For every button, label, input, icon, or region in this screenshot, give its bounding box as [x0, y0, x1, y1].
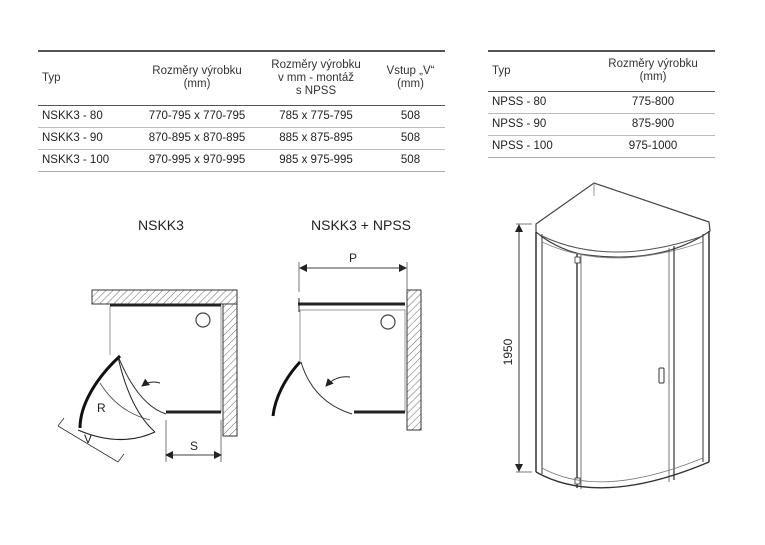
- nskk3-npss-plan-drawing: P: [271, 251, 422, 431]
- right-wall: [406, 289, 422, 431]
- header-rozmery: Rozměry výrobku(mm): [152, 65, 242, 91]
- label-p: P: [349, 251, 357, 265]
- label-s: S: [190, 439, 198, 453]
- cell-rozmery: 775-800: [631, 95, 675, 108]
- npss-dimensions-table: Typ Rozměry výrobku(mm) NPSS - 80 775-80…: [488, 50, 715, 158]
- shower-enclosure-3d: 1950: [501, 182, 711, 489]
- cell-vstup: 508: [400, 109, 421, 122]
- cell-rozmery: 975-1000: [628, 139, 678, 152]
- nskk3-plan-drawing: R V S: [57, 289, 238, 463]
- cell-vstup: 508: [400, 153, 421, 166]
- drain-icon: [380, 314, 396, 330]
- table-header-row: Typ Rozměry výrobku(mm): [488, 51, 715, 91]
- drain-icon: [195, 312, 211, 328]
- table-row: NPSS - 100 975-1000: [488, 135, 715, 157]
- nskk3-npss-title: NSKK3 + NPSS: [311, 217, 411, 233]
- cell-rozmery: 870-895 x 870-895: [148, 131, 246, 144]
- door-open: [271, 360, 302, 417]
- header-vstup: Vstup „V“(mm): [386, 65, 435, 91]
- label-v: V: [84, 432, 92, 446]
- cell-rozmery-npss: 785 x 775-795: [279, 109, 353, 122]
- height-label: 1950: [501, 338, 515, 365]
- cell-typ: NPSS - 90: [492, 117, 547, 130]
- label-r: R: [97, 401, 106, 415]
- cell-rozmery: 770-795 x 770-795: [148, 109, 246, 122]
- cell-rozmery-npss: 985 x 975-995: [279, 153, 353, 166]
- table-row: NPSS - 90 875-900: [488, 113, 715, 135]
- cell-typ: NPSS - 100: [492, 139, 553, 152]
- cell-rozmery: 875-900: [631, 117, 675, 130]
- door-closed-path: [117, 355, 167, 415]
- nskk3-title: NSKK3: [138, 217, 184, 233]
- door-open: [78, 354, 122, 429]
- top-wall: [91, 289, 238, 305]
- cell-vstup: 508: [400, 131, 421, 144]
- table-row: NPSS - 80 775-800: [488, 91, 715, 113]
- right-wall: [222, 303, 238, 437]
- table-row: NSKK3 - 90 870-895 x 870-895 885 x 875-8…: [38, 127, 445, 149]
- cell-typ: NPSS - 80: [492, 95, 547, 108]
- header-typ: Typ: [42, 71, 61, 84]
- cell-typ: NSKK3 - 90: [42, 131, 103, 144]
- table-row: NSKK3 - 80 770-795 x 770-795 785 x 775-7…: [38, 105, 445, 127]
- cell-typ: NSKK3 - 100: [42, 153, 110, 166]
- cell-rozmery-npss: 885 x 875-895: [279, 131, 353, 144]
- header-rozmery: Rozměry výrobku(mm): [608, 58, 698, 84]
- handle-icon: [658, 367, 665, 384]
- cell-rozmery: 970-995 x 970-995: [148, 153, 246, 166]
- header-typ: Typ: [492, 64, 511, 77]
- table-row: NSKK3 - 100 970-995 x 970-995 985 x 975-…: [38, 149, 445, 171]
- top-cover: [535, 182, 711, 258]
- cell-typ: NSKK3 - 80: [42, 109, 103, 122]
